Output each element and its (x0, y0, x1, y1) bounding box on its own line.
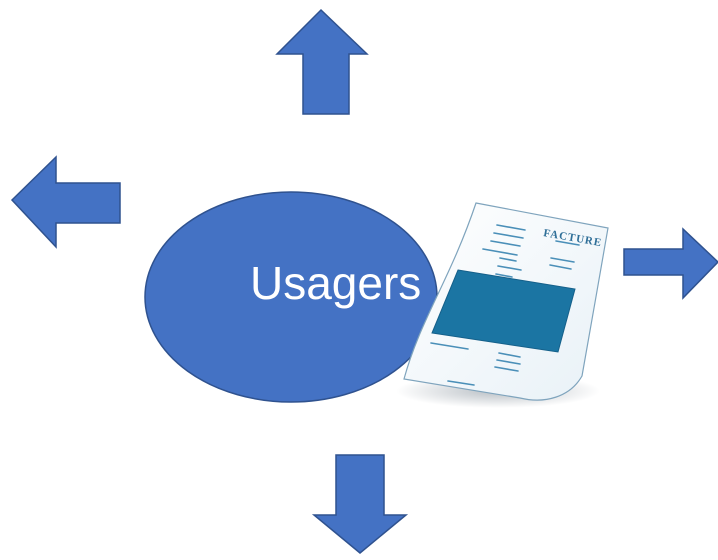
invoice-table (431, 269, 576, 353)
arrow-up (275, 8, 369, 115)
invoice-header-lines (482, 224, 580, 278)
invoice-icon: FACTURE (396, 202, 609, 408)
arrow-down (311, 454, 409, 554)
usagers-label: Usagers (250, 257, 421, 309)
arrow-right (623, 227, 718, 300)
arrow-left (10, 155, 121, 249)
invoice-footer-lines (430, 342, 521, 386)
